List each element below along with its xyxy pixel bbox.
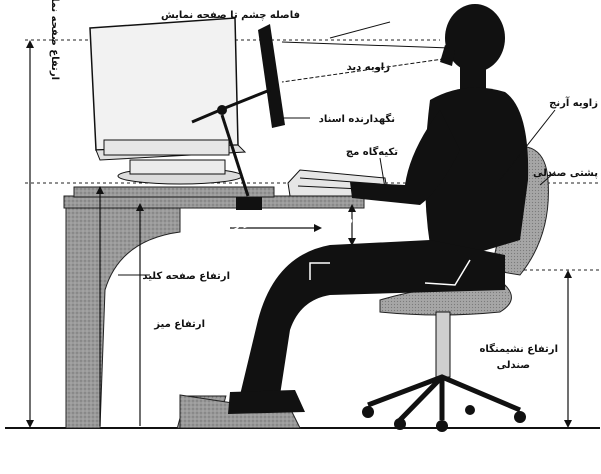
label-keyboard-height: ارتفاع صفحه کلید xyxy=(142,271,230,282)
label-elbow-rest: تکیه‌گاه آرنج xyxy=(336,212,395,225)
label-seat-height-line1: ارتفاع نشیمنگاه xyxy=(480,342,558,355)
label-knee-clearance: فاصله مجاز زانو xyxy=(219,210,300,232)
label-view-angle: زاویه دید xyxy=(347,62,391,73)
label-document-holder: نگهدارنده اسناد xyxy=(319,112,395,125)
monitor xyxy=(90,18,245,184)
label-backrest: پشتی صندلی xyxy=(533,168,598,179)
screen-height-dimension xyxy=(26,40,34,428)
label-eye-screen-distance: فاصله چشم تا صفحه نمایش xyxy=(161,10,300,21)
label-seat-height-line2: صندلی xyxy=(497,360,530,371)
label-desk-height: ارتفاع میز xyxy=(153,319,205,330)
eye-distance-leader xyxy=(330,22,390,38)
label-screen-height: ارتفاع صفحه نمایش xyxy=(49,0,60,80)
eye-line xyxy=(282,42,450,48)
label-wrist-rest: تکیه‌گاه مچ xyxy=(346,145,398,158)
knee-clearance-arrowhead xyxy=(314,224,322,232)
elbow-rest-dimension xyxy=(348,204,356,246)
desk xyxy=(64,187,364,428)
label-elbow-angle: زاویه آرنج xyxy=(549,96,598,109)
seat-height-dimension xyxy=(564,270,572,428)
